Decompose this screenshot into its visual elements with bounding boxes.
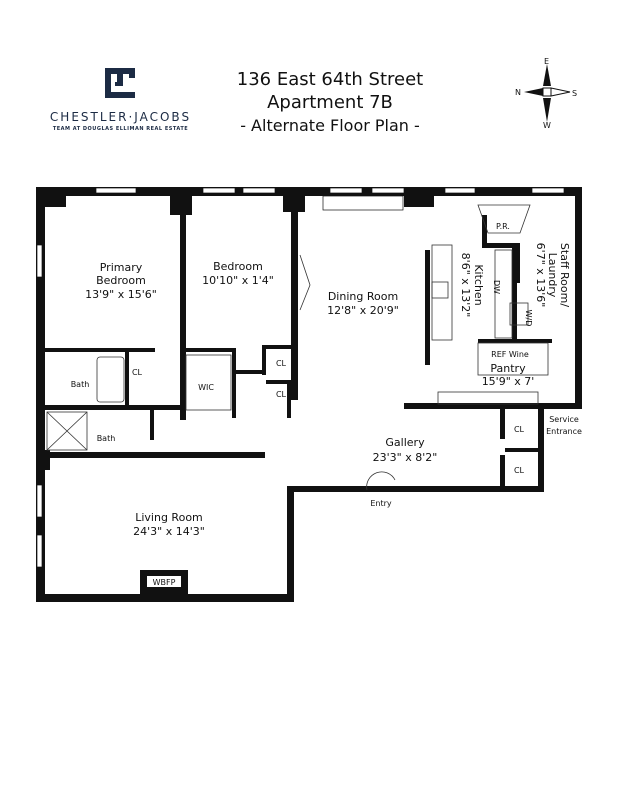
plan-subtitle: - Alternate Floor Plan -	[240, 116, 420, 135]
closet-label-5: CL	[514, 466, 525, 475]
compass-s: S	[572, 89, 577, 98]
kitchen-label: Kitchen	[472, 264, 485, 305]
dw-label: DW	[492, 280, 501, 294]
compass-e: E	[544, 57, 549, 66]
windows	[36, 187, 565, 568]
wd-label: W/D	[524, 310, 533, 327]
staff-room-dims: 6'7" x 13'6"	[534, 243, 547, 308]
primary-bedroom-label-2: Bedroom	[96, 274, 146, 287]
compass-icon: E N S W	[515, 57, 577, 128]
closet-label-4: CL	[514, 425, 525, 434]
bath-label: Bath	[71, 380, 90, 389]
closet-label-3: CL	[276, 390, 287, 399]
kitchen-dims: 8'6" x 13'2"	[459, 253, 472, 318]
bath-label-2: Bath	[97, 434, 116, 443]
unit: Apartment 7B	[267, 92, 393, 113]
logo-brand: CHESTLER·JACOBS	[49, 110, 192, 124]
primary-bedroom-dims: 13'9" x 15'6"	[85, 288, 157, 301]
staff-room-label: Staff Room/	[558, 243, 571, 307]
pantry-dims: 15'9" x 7'	[482, 375, 535, 388]
wbfp-label: WBFP	[153, 578, 176, 587]
compass-n: N	[515, 88, 521, 97]
service-entrance-label-2: Entrance	[546, 427, 582, 436]
wic-label: WIC	[198, 383, 214, 392]
staff-room-label-2: Laundry	[546, 253, 559, 298]
bedroom-label: Bedroom	[213, 260, 263, 273]
dining-room-label: Dining Room	[328, 290, 398, 303]
compass-w: W	[543, 121, 551, 128]
fixtures	[46, 204, 549, 491]
gallery-label: Gallery	[385, 436, 425, 449]
walls	[36, 187, 582, 602]
primary-bedroom-label: Primary	[100, 261, 143, 274]
closet-label-2: CL	[276, 359, 287, 368]
logo-mark	[105, 68, 135, 98]
entry-label: Entry	[370, 499, 392, 508]
logo-tagline: TEAM AT DOUGLAS ELLIMAN REAL ESTATE	[52, 126, 189, 132]
living-room-label: Living Room	[135, 511, 203, 524]
service-entrance-label: Service	[549, 415, 579, 424]
closet-label: CL	[132, 368, 143, 377]
ref-wine-label: REF Wine	[491, 350, 529, 359]
living-room-dims: 24'3" x 14'3"	[133, 525, 205, 538]
dining-room-dims: 12'8" x 20'9"	[327, 304, 399, 317]
pantry-label: Pantry	[490, 362, 526, 375]
address: 136 East 64th Street	[236, 69, 424, 90]
powder-room-label: P.R.	[496, 222, 510, 231]
gallery-dims: 23'3" x 8'2"	[373, 451, 438, 464]
bedroom-dims: 10'10" x 1'4"	[202, 274, 274, 287]
